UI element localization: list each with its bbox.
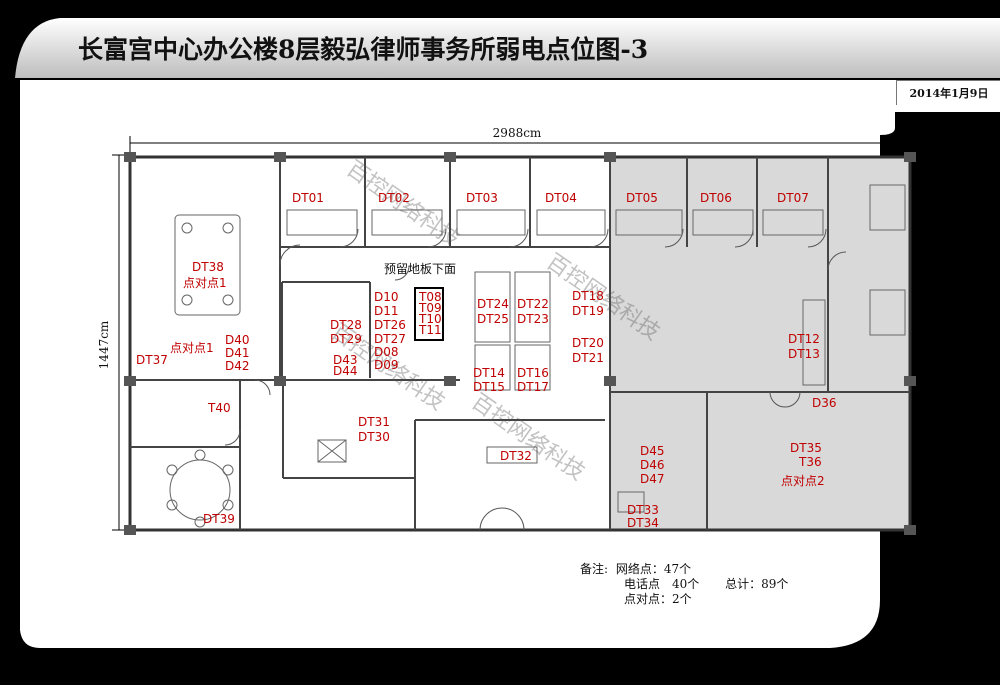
- outlet-dt29: DT29: [330, 332, 362, 346]
- width-dimension: 2988cm: [493, 126, 542, 140]
- outlet-dt12: DT12: [788, 332, 820, 346]
- outlet-dt14: DT14: [473, 366, 505, 380]
- outlet-p2p-a: 点对点1: [183, 276, 227, 290]
- outlet-dt25: DT25: [477, 312, 509, 326]
- outlet-dt20: DT20: [572, 336, 604, 350]
- outlet-labels: DT01 DT02 DT03 DT04 DT05 DT06 DT07 DT38 …: [136, 191, 837, 530]
- outlet-d40: D40: [225, 333, 250, 347]
- notes-phone-count: 电话点 40个: [624, 577, 700, 591]
- outlet-dt15: DT15: [473, 380, 505, 394]
- outlet-dt33: DT33: [627, 503, 659, 517]
- outlet-d45: D45: [640, 444, 665, 458]
- outlet-dt06: DT06: [700, 191, 732, 205]
- notes-remark-label: 备注:: [580, 562, 609, 576]
- dimension-top: [129, 136, 906, 152]
- outlet-dt04: DT04: [545, 191, 577, 205]
- outlet-d10: D10: [374, 290, 399, 304]
- outlet-d43: D43: [333, 353, 358, 367]
- outlet-dt37: DT37: [136, 353, 168, 367]
- notes-total-count: 总计：89个: [725, 577, 789, 591]
- gray-zones: [610, 157, 910, 530]
- outlet-d11: D11: [374, 304, 399, 318]
- reserved-floor-box: [414, 287, 444, 341]
- outlet-dt21: DT21: [572, 351, 604, 365]
- outlet-dt22: DT22: [517, 297, 549, 311]
- outlet-d47: D47: [640, 472, 665, 486]
- dimension-left: [112, 154, 126, 531]
- outlet-dt32: DT32: [500, 449, 532, 463]
- outlet-dt38: DT38: [192, 260, 224, 274]
- outlet-t10: T10: [418, 312, 442, 326]
- outlet-t40: T40: [207, 401, 231, 415]
- outlet-dt26: DT26: [374, 318, 406, 332]
- outlet-dt27: DT27: [374, 332, 406, 346]
- outer-wall: [128, 155, 912, 532]
- outlet-t11: T11: [418, 323, 442, 337]
- columns: [124, 152, 916, 535]
- outlet-dt13: DT13: [788, 347, 820, 361]
- outlet-dt34: DT34: [627, 516, 659, 530]
- outlet-dt01: DT01: [292, 191, 324, 205]
- outlet-dt30: DT30: [358, 430, 390, 444]
- notes-network-count: 网络点：47个: [615, 562, 692, 576]
- outlet-p2p-c: 点对点2: [781, 474, 825, 488]
- outlet-p2p-b: 点对点1: [170, 341, 214, 355]
- outlet-dt24: DT24: [477, 297, 509, 311]
- outlet-d41: D41: [225, 346, 250, 360]
- furniture: [166, 184, 906, 528]
- height-dimension: 1447cm: [97, 320, 111, 369]
- outlet-d36: D36: [812, 396, 837, 410]
- watermark-4: 百控网络科技: [467, 389, 589, 485]
- outlet-dt17: DT17: [517, 380, 549, 394]
- outlet-dt23: DT23: [517, 312, 549, 326]
- notes-legend: 备注: 网络点：47个 电话点 40个 总计：89个 点对点：2个: [580, 562, 788, 607]
- outlet-d08: D08: [374, 345, 399, 359]
- notes-p2p-count: 点对点：2个: [624, 592, 692, 606]
- reserved-floor-label: 预留地板下面: [384, 262, 456, 276]
- outlet-d46: D46: [640, 458, 665, 472]
- outlet-dt35: DT35: [790, 441, 822, 455]
- outlet-dt16: DT16: [517, 366, 549, 380]
- page-title: 长富宫中心办公楼8层毅弘律师事务所弱电点位图-3: [78, 35, 649, 64]
- outlet-t09: T09: [418, 301, 442, 315]
- outlet-dt02: DT02: [378, 191, 410, 205]
- outlet-t36: T36: [798, 455, 822, 469]
- outlet-dt28: DT28: [330, 318, 362, 332]
- outlet-d09: D09: [374, 358, 399, 372]
- outlet-dt31: DT31: [358, 415, 390, 429]
- doors: [224, 228, 847, 531]
- date-badge: 2014年1月9日: [896, 80, 1000, 105]
- outlet-d42: D42: [225, 359, 250, 373]
- outlet-dt05: DT05: [626, 191, 658, 205]
- outlet-t08: T08: [418, 290, 442, 304]
- header-band: [15, 18, 1000, 78]
- outlet-dt18: DT18: [572, 289, 604, 303]
- outlet-dt03: DT03: [466, 191, 498, 205]
- outlet-d44: D44: [333, 364, 358, 378]
- outlet-dt39: DT39: [203, 512, 235, 526]
- outlet-dt07: DT07: [777, 191, 809, 205]
- outlet-dt19: DT19: [572, 304, 604, 318]
